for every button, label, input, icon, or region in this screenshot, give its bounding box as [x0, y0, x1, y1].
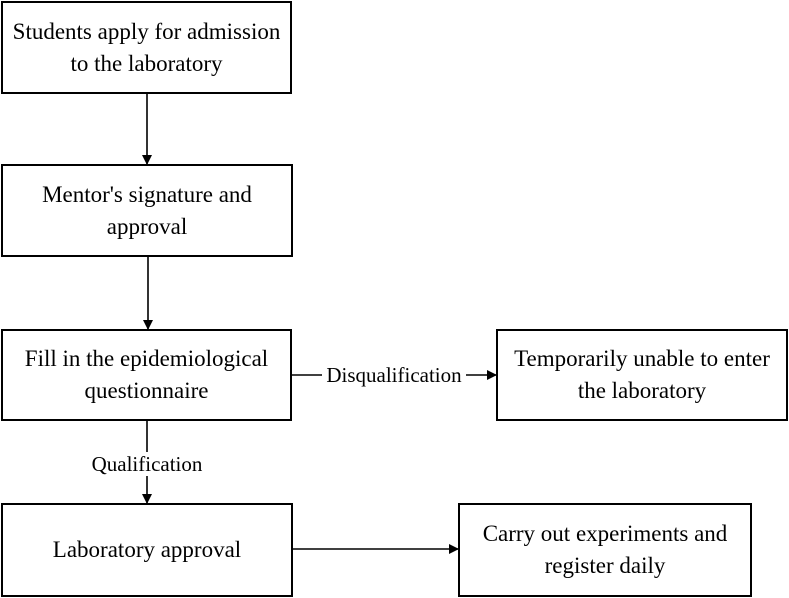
node-mentor-approval-text: Mentor's signature and approval [42, 181, 252, 239]
node-mentor-approval: Mentor's signature and approval [1, 164, 293, 257]
node-students-apply: Students apply for admission to the labo… [1, 1, 292, 94]
node-temporarily-unable-text: Temporarily unable to enter the laborato… [514, 346, 770, 403]
node-epidemiological-questionnaire: Fill in the epidemiological questionnair… [1, 329, 292, 421]
node-laboratory-approval: Laboratory approval [1, 503, 293, 597]
edge-label-qualification: Qualification [72, 452, 222, 476]
node-epidemiological-questionnaire-text: Fill in the epidemiological questionnair… [24, 346, 269, 403]
node-carry-out-experiments: Carry out experiments and register daily [458, 503, 752, 597]
node-laboratory-approval-text: Laboratory approval [52, 537, 242, 562]
node-students-apply-text: Students apply for admission to the labo… [12, 18, 281, 76]
node-carry-out-experiments-text: Carry out experiments and register daily [482, 521, 728, 578]
edge-label-disqualification: Disqualification [322, 363, 466, 387]
node-temporarily-unable: Temporarily unable to enter the laborato… [496, 329, 788, 421]
